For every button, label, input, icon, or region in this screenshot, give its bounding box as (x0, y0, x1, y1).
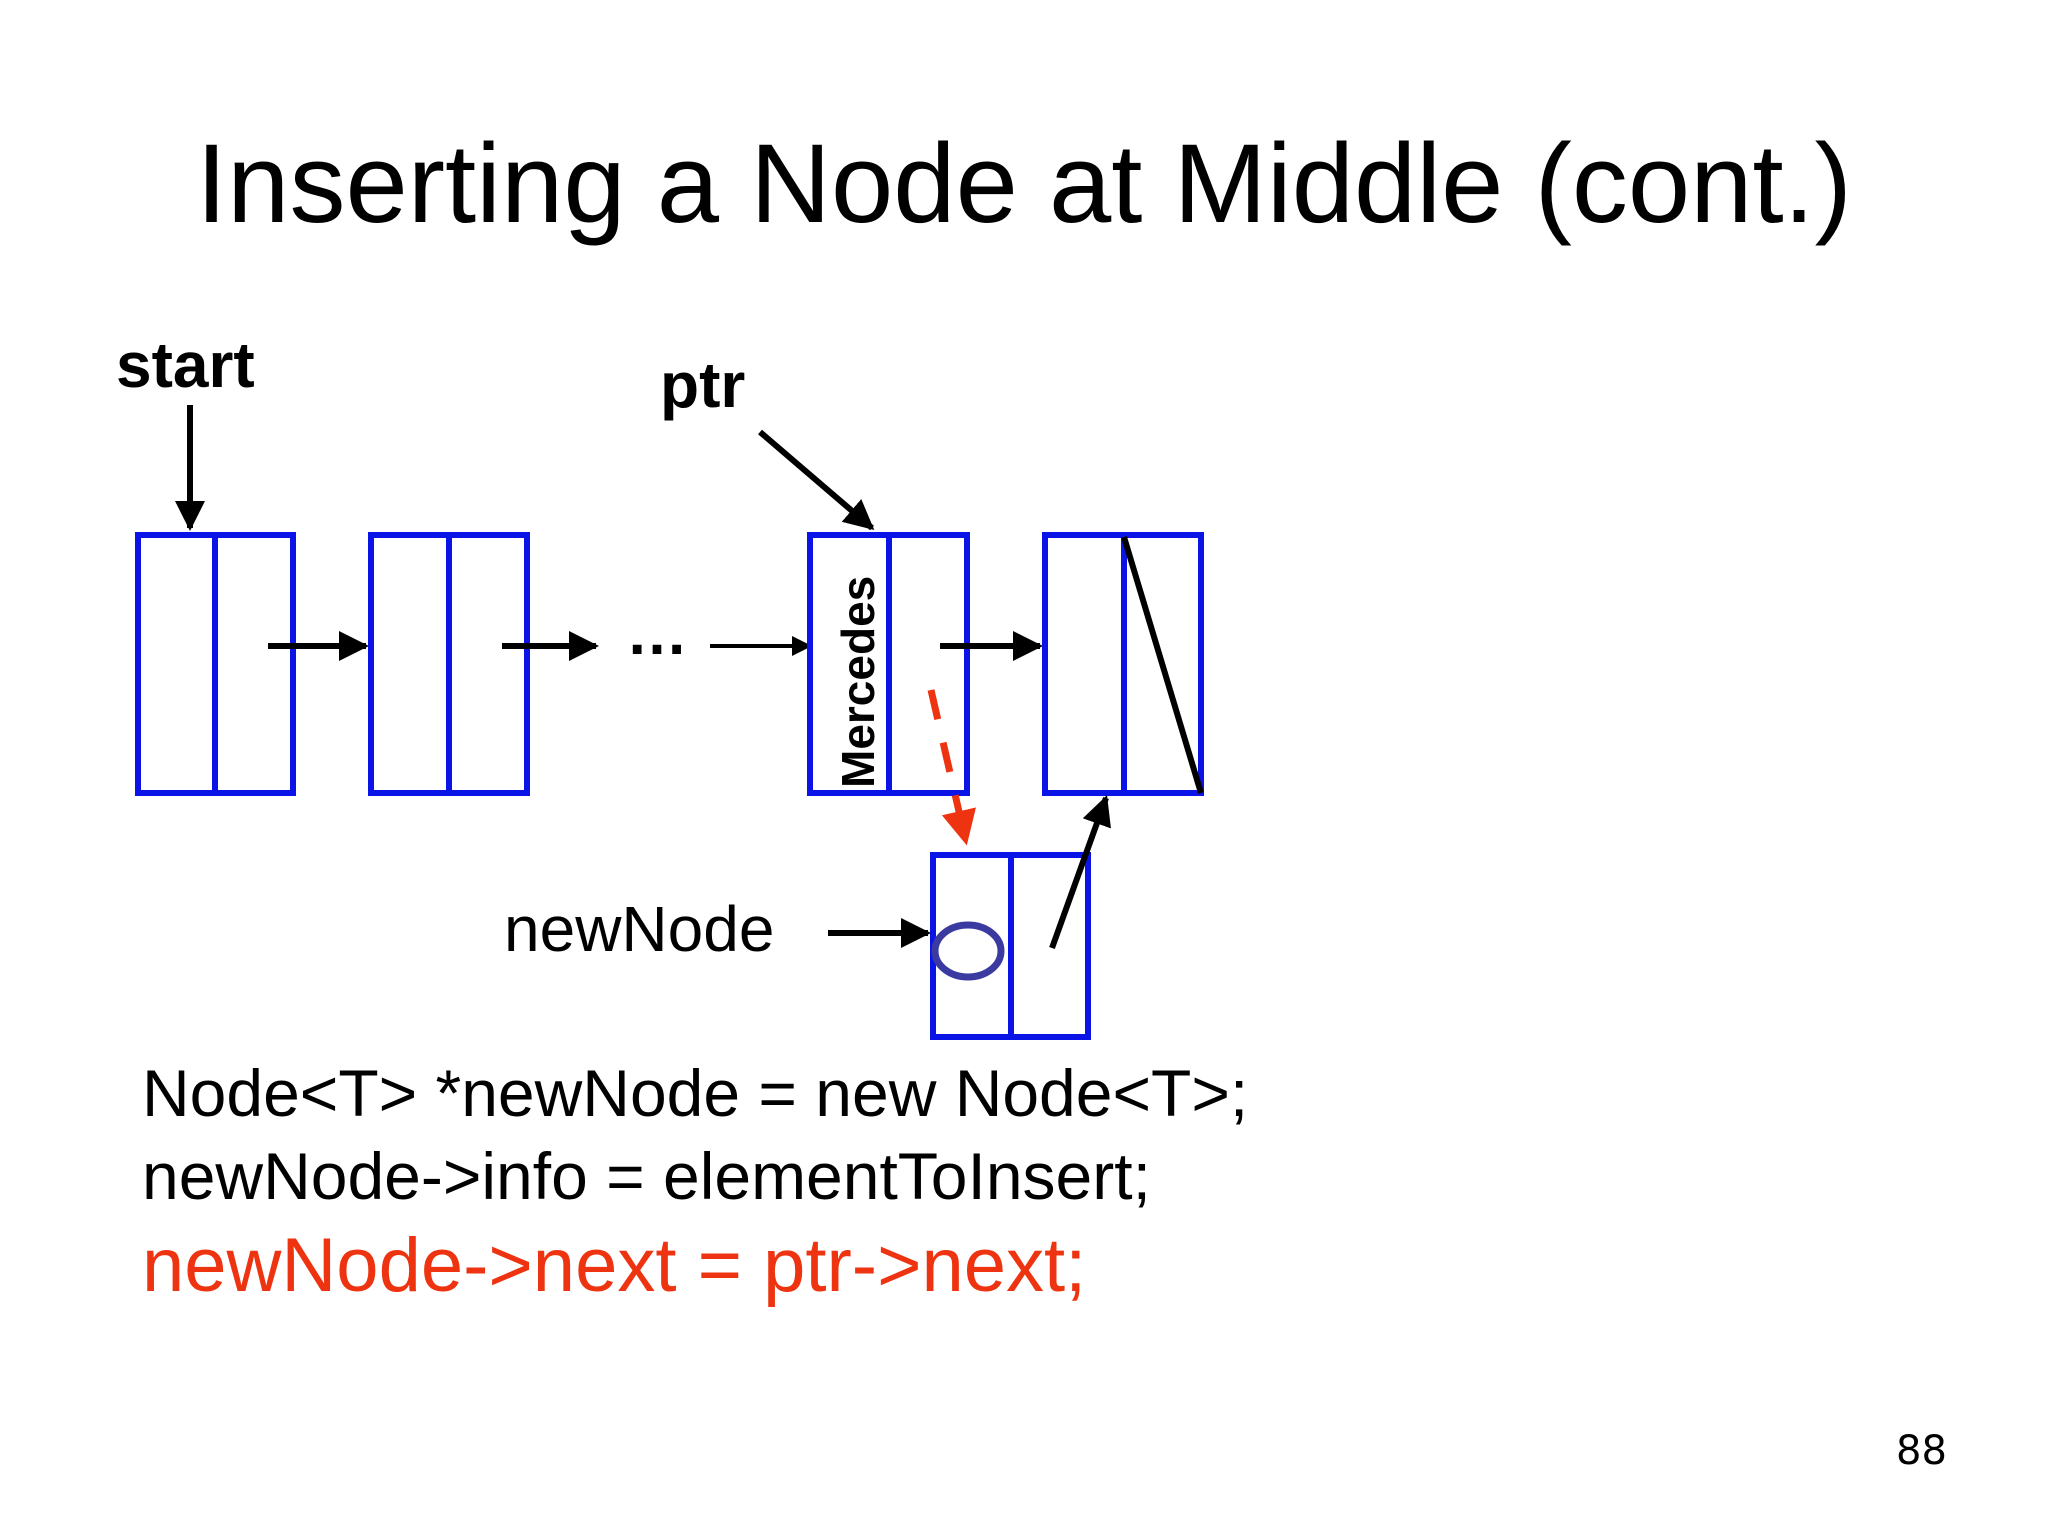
new-node (930, 852, 1091, 1040)
ptr-node (807, 532, 970, 796)
new-node-label: newNode (504, 893, 774, 965)
ellipsis: … (626, 599, 688, 668)
mercedes-info: Mercedes (832, 576, 884, 788)
code-line-2: newNode->info = elementToInsert; (142, 1139, 1151, 1213)
list-node-1 (135, 532, 296, 796)
null-pointer-slash (1121, 536, 1204, 794)
ptr-label: ptr (660, 349, 745, 421)
new-node-next-arrow (1049, 795, 1111, 950)
code-line-1: Node<T> *newNode = new Node<T>; (142, 1056, 1249, 1130)
slide-title: Inserting a Node at Middle (cont.) (196, 121, 1852, 246)
ptr-pointer-arrow (758, 429, 875, 531)
start-label: start (116, 329, 255, 401)
last-node (1042, 532, 1204, 796)
list-node-2 (368, 532, 530, 796)
page-number: 88 (1896, 1428, 1947, 1474)
new-link-dashed-arrow (927, 689, 976, 846)
empty-info-marker (931, 921, 1005, 981)
code-line-3-highlighted: newNode->next = ptr->next; (142, 1223, 1087, 1308)
